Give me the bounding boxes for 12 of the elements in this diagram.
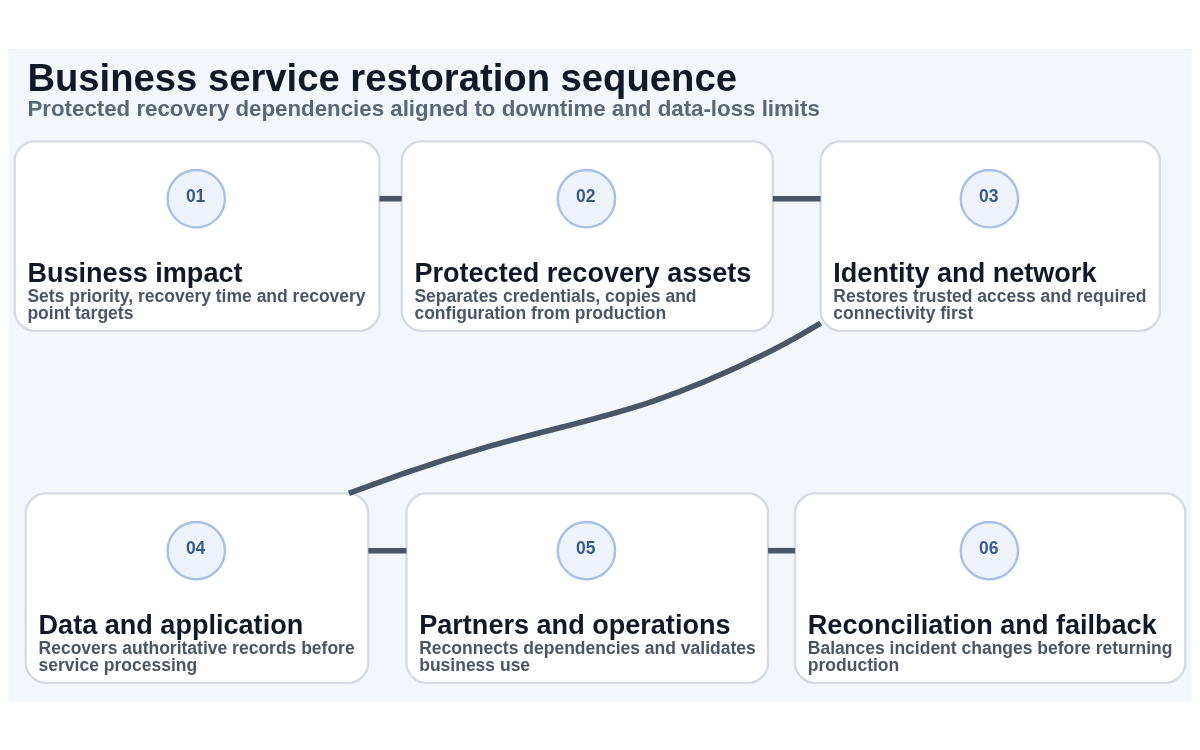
connector xyxy=(368,547,407,553)
node-circle: 06 xyxy=(959,520,1020,581)
node-circle: 02 xyxy=(556,168,617,229)
connector xyxy=(772,195,821,201)
node-circle: 05 xyxy=(556,520,617,581)
connector xyxy=(768,547,796,553)
node-circle: 04 xyxy=(166,520,227,581)
connector xyxy=(379,195,402,201)
node-circle: 01 xyxy=(166,168,227,229)
node-circle: 03 xyxy=(959,168,1020,229)
diagram-title: Business service restoration sequence xyxy=(27,55,737,99)
connector xyxy=(347,320,823,496)
